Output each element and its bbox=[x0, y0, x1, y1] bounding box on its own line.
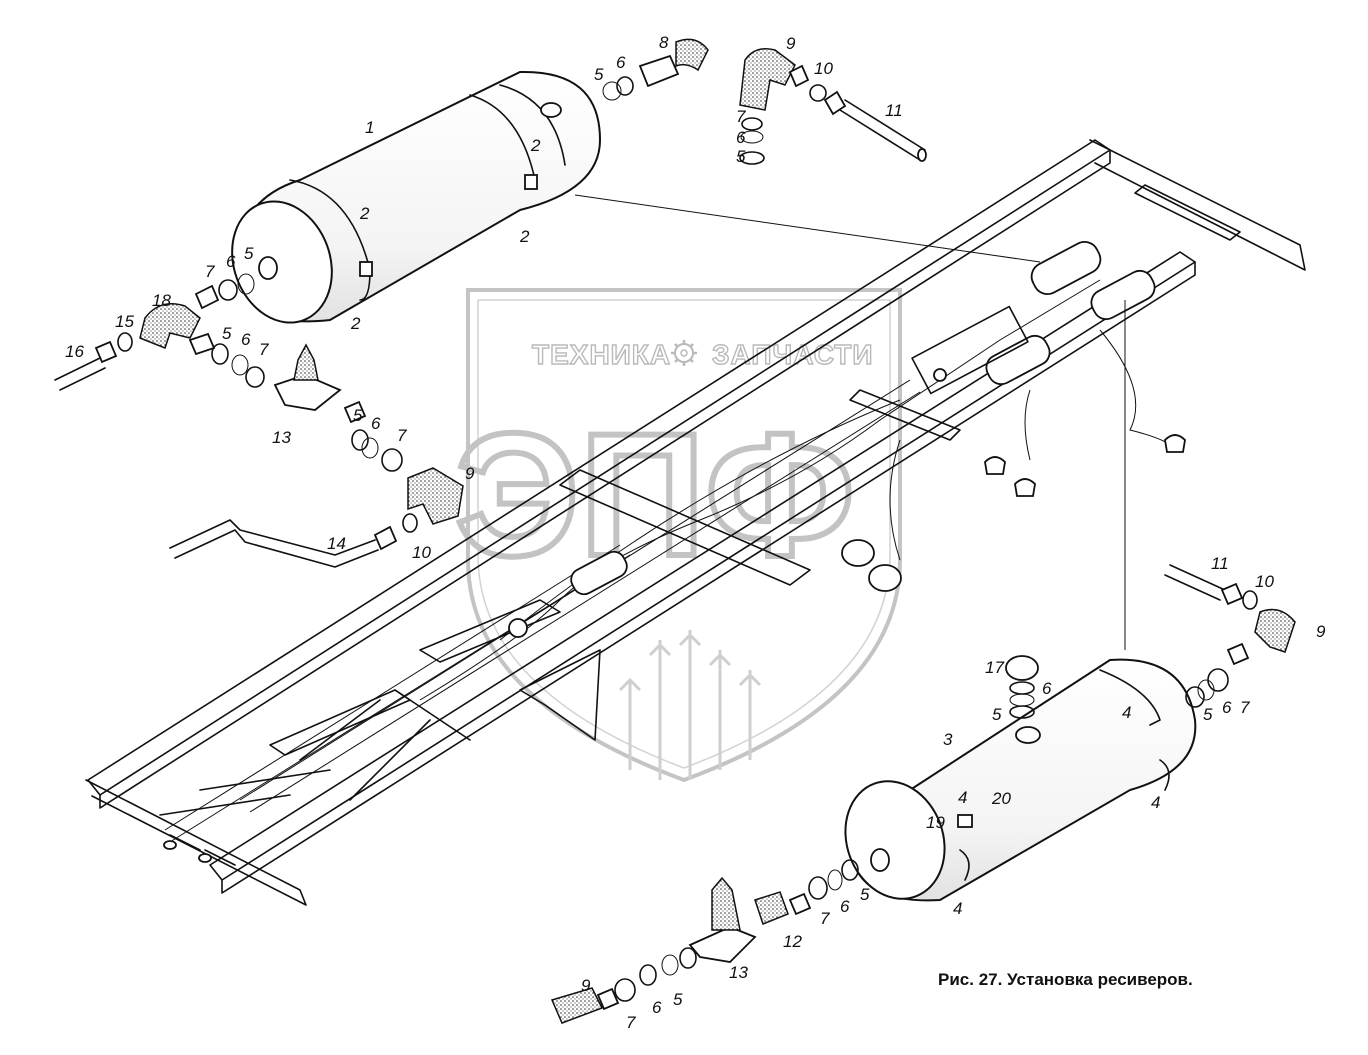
callout-9: 9 bbox=[1316, 622, 1326, 641]
callout-2: 2 bbox=[359, 204, 370, 223]
callout-6: 6 bbox=[840, 897, 850, 916]
callout-5: 5 bbox=[736, 147, 746, 166]
callout-1: 1 bbox=[365, 118, 374, 137]
watermark-left-text: ТЕХНИКА bbox=[532, 339, 671, 370]
leader-line-upper bbox=[574, 194, 1041, 263]
callout-6: 6 bbox=[371, 414, 381, 433]
callout-10: 10 bbox=[412, 543, 431, 562]
callout-4: 4 bbox=[958, 788, 967, 807]
callout-19: 19 bbox=[926, 813, 945, 832]
callout-9: 9 bbox=[786, 34, 796, 53]
callout-15: 15 bbox=[115, 312, 134, 331]
callout-6: 6 bbox=[1222, 698, 1232, 717]
upper-fittings bbox=[54, 38, 927, 568]
callout-7: 7 bbox=[820, 909, 830, 928]
callout-6: 6 bbox=[226, 252, 236, 271]
callout-10: 10 bbox=[814, 59, 833, 78]
callout-2: 2 bbox=[530, 136, 541, 155]
callout-11: 11 bbox=[1211, 554, 1229, 573]
callout-9: 9 bbox=[581, 976, 591, 995]
callout-6: 6 bbox=[652, 998, 662, 1017]
lower-receiver-tank bbox=[844, 658, 1197, 902]
connector-plugs bbox=[841, 434, 1186, 592]
callout-4: 4 bbox=[1122, 703, 1131, 722]
upper-receiver-tank bbox=[231, 70, 602, 324]
callout-17: 17 bbox=[985, 658, 1004, 677]
callout-5: 5 bbox=[594, 65, 604, 84]
callout-6: 6 bbox=[241, 330, 251, 349]
callout-10: 10 bbox=[1255, 572, 1274, 591]
callout-5: 5 bbox=[992, 705, 1002, 724]
callout-11: 11 bbox=[885, 101, 903, 120]
wheat-ears-icon bbox=[618, 630, 762, 780]
callout-5: 5 bbox=[353, 406, 363, 425]
callout-7: 7 bbox=[205, 262, 215, 281]
callout-16: 16 bbox=[65, 342, 84, 361]
vehicle-frame bbox=[85, 139, 1306, 906]
callout-18: 18 bbox=[152, 291, 171, 310]
lower-fittings bbox=[550, 564, 1296, 1024]
watermark-shield: ТЕХНИКА ЗАПЧАСТИ ЭПФ bbox=[452, 288, 902, 783]
gear-icon bbox=[671, 340, 697, 366]
callout-7: 7 bbox=[626, 1013, 636, 1032]
callout-8: 8 bbox=[659, 33, 669, 52]
callout-20: 20 bbox=[991, 789, 1011, 808]
callout-6: 6 bbox=[616, 53, 626, 72]
callout-4: 4 bbox=[953, 899, 962, 918]
callout-12: 12 bbox=[783, 932, 802, 951]
callout-14: 14 bbox=[327, 534, 346, 553]
watermark-big-text: ЭПФ bbox=[455, 398, 855, 593]
callout-3: 3 bbox=[943, 730, 953, 749]
callout-5: 5 bbox=[860, 885, 870, 904]
callout-2: 2 bbox=[519, 227, 530, 246]
callout-5: 5 bbox=[673, 990, 683, 1009]
part-callouts: 1 2 2 2 2 5 6 8 9 10 11 7 6 5 7 6 5 18 1… bbox=[65, 33, 1326, 1032]
callout-7: 7 bbox=[259, 340, 269, 359]
callout-5: 5 bbox=[244, 244, 254, 263]
callout-5: 5 bbox=[1203, 705, 1213, 724]
callout-13: 13 bbox=[729, 963, 748, 982]
callout-13: 13 bbox=[272, 428, 291, 447]
callout-7: 7 bbox=[1240, 698, 1250, 717]
callout-5: 5 bbox=[222, 324, 232, 343]
callout-2: 2 bbox=[350, 314, 361, 333]
callout-4: 4 bbox=[1151, 793, 1160, 812]
callout-6: 6 bbox=[1042, 679, 1052, 698]
callout-7: 7 bbox=[397, 426, 407, 445]
callout-6: 6 bbox=[736, 128, 746, 147]
callout-9: 9 bbox=[465, 464, 475, 483]
callout-7: 7 bbox=[736, 107, 746, 126]
figure-caption: Рис. 27. Установка ресиверов. bbox=[938, 970, 1193, 989]
